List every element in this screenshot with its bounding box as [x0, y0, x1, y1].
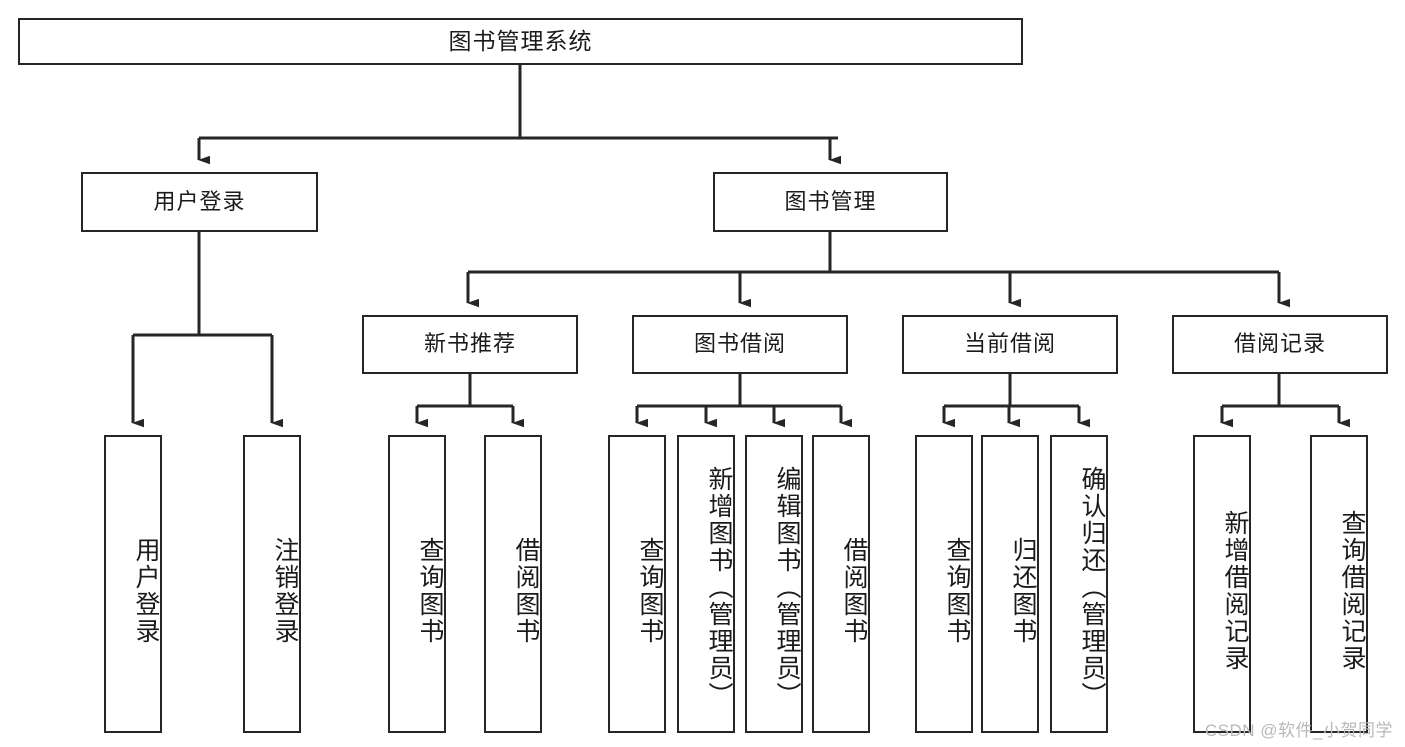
leaf-label: 确认归还（管理员） — [1078, 465, 1106, 709]
node-new-book-recommend-label: 新书推荐 — [423, 331, 516, 357]
leaf-label: 用户登录 — [132, 537, 160, 645]
node-borrow-record-label: 借阅记录 — [1233, 331, 1326, 357]
leaf-label: 新增借阅记录 — [1221, 510, 1249, 672]
leaf-label: 查询图书 — [943, 537, 971, 645]
node-user-login[interactable]: 用户登录 — [81, 172, 318, 232]
leaf-label: 归还图书 — [1009, 537, 1037, 645]
node-current-borrow-label: 当前借阅 — [963, 331, 1056, 357]
leaf-label: 编辑图书（管理员） — [773, 465, 801, 709]
node-book-borrow-label: 图书借阅 — [693, 331, 786, 357]
node-root[interactable]: 图书管理系统 — [18, 18, 1023, 65]
leaf-label: 查询图书 — [416, 537, 444, 645]
leaf-borrow-record-query[interactable]: 查询借阅记录 — [1310, 435, 1368, 733]
node-borrow-record[interactable]: 借阅记录 — [1172, 315, 1388, 374]
leaf-current-borrow-confirm-return[interactable]: 确认归还（管理员） — [1050, 435, 1108, 733]
node-book-borrow[interactable]: 图书借阅 — [632, 315, 848, 374]
node-book-management-label: 图书管理 — [784, 188, 877, 214]
leaf-label: 借阅图书 — [512, 537, 540, 645]
leaf-user-login-signout[interactable]: 注销登录 — [243, 435, 301, 733]
leaf-current-borrow-return[interactable]: 归还图书 — [981, 435, 1039, 733]
leaf-user-login-signin[interactable]: 用户登录 — [104, 435, 162, 733]
leaf-book-borrow-edit[interactable]: 编辑图书（管理员） — [745, 435, 803, 733]
node-root-label: 图书管理系统 — [448, 27, 593, 54]
leaf-book-borrow-add[interactable]: 新增图书（管理员） — [677, 435, 735, 733]
leaf-book-borrow-borrow[interactable]: 借阅图书 — [812, 435, 870, 733]
leaf-label: 借阅图书 — [840, 537, 868, 645]
watermark: CSDN @软件_小贺同学 — [1204, 721, 1393, 740]
leaf-book-borrow-query[interactable]: 查询图书 — [608, 435, 666, 733]
leaf-label: 查询借阅记录 — [1338, 510, 1366, 672]
node-book-management[interactable]: 图书管理 — [713, 172, 948, 232]
leaf-new-book-borrow[interactable]: 借阅图书 — [484, 435, 542, 733]
leaf-label: 查询图书 — [636, 537, 664, 645]
leaf-new-book-query[interactable]: 查询图书 — [388, 435, 446, 733]
node-new-book-recommend[interactable]: 新书推荐 — [362, 315, 578, 374]
leaf-label: 注销登录 — [271, 537, 299, 645]
node-current-borrow[interactable]: 当前借阅 — [902, 315, 1118, 374]
leaf-current-borrow-query[interactable]: 查询图书 — [915, 435, 973, 733]
node-user-login-label: 用户登录 — [153, 188, 246, 214]
leaf-label: 新增图书（管理员） — [705, 465, 733, 709]
leaf-borrow-record-add[interactable]: 新增借阅记录 — [1193, 435, 1251, 733]
